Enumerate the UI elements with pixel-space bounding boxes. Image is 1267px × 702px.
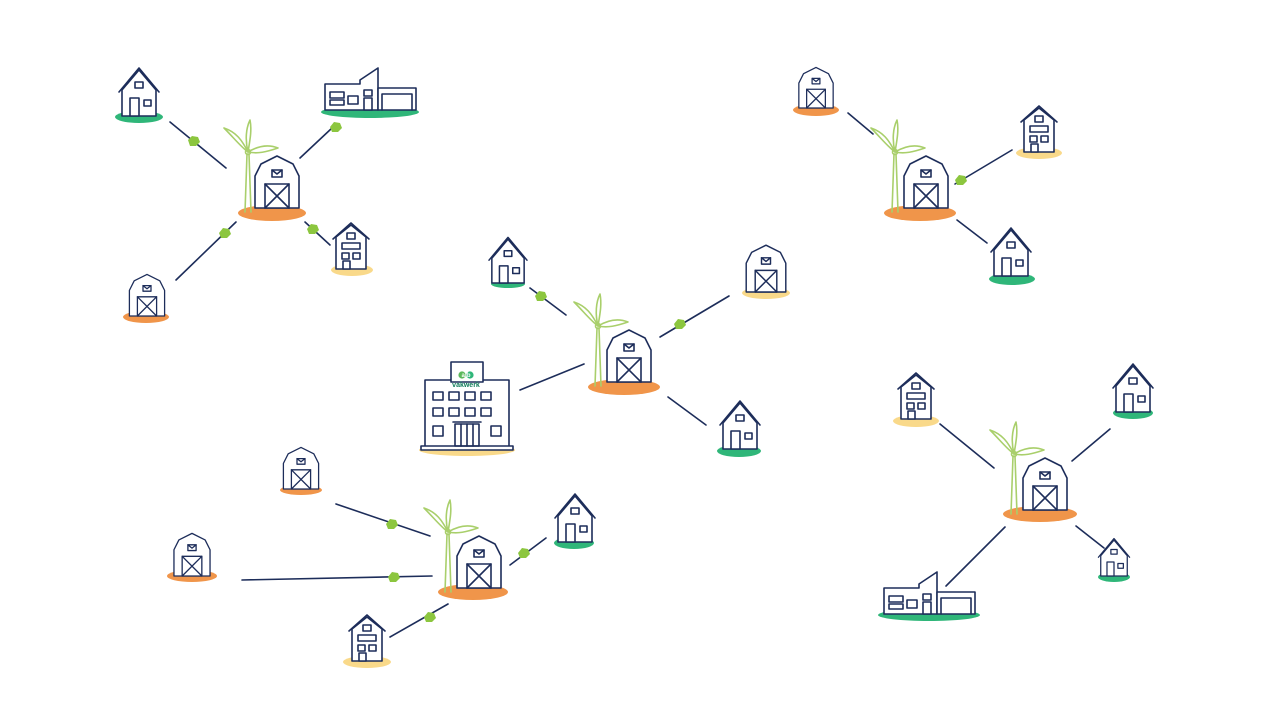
link-dot <box>388 572 400 582</box>
link-dot <box>386 519 398 529</box>
house-icon <box>1112 363 1154 413</box>
barn-icon <box>606 329 652 383</box>
barn-icon <box>128 273 166 317</box>
cluster-bottom-right <box>883 363 1154 615</box>
barn-icon <box>798 66 834 109</box>
link-dot <box>424 612 436 622</box>
barn-icon <box>1022 457 1068 511</box>
link-dot <box>518 548 530 558</box>
link-dots <box>188 122 967 622</box>
townhouse-icon <box>332 222 370 270</box>
barn-icon <box>173 532 211 577</box>
townhouse-icon <box>1020 105 1058 153</box>
townhouse-icon <box>897 372 935 420</box>
modern-house-icon <box>324 67 417 111</box>
house-icon <box>488 236 528 284</box>
house-icon <box>1097 537 1131 577</box>
link-dot <box>307 224 319 234</box>
house-icon <box>118 67 160 117</box>
cluster-top-left <box>118 67 417 317</box>
office-building-icon: a·b vakwerk <box>420 361 514 451</box>
logo-wordmark: vakwerk <box>452 382 480 389</box>
barn-icon <box>254 155 300 209</box>
link-dot <box>188 136 200 146</box>
barn-icon <box>456 535 502 589</box>
house-icon <box>719 400 761 450</box>
link-dot <box>955 175 967 185</box>
barn-icon <box>282 446 320 490</box>
link-dot <box>674 319 686 329</box>
barn-icon <box>745 244 787 293</box>
office-logo: a·b vakwerk <box>452 371 480 389</box>
townhouse-icon <box>348 614 386 662</box>
house-icon <box>990 227 1032 277</box>
link-dot <box>219 228 231 238</box>
cluster-bottom-left <box>173 446 596 662</box>
link-dot <box>330 122 342 132</box>
house-icon <box>554 493 596 543</box>
link-dot <box>535 291 547 301</box>
logo-mark: a·b <box>462 373 471 379</box>
cluster-center: a·b vakwerk <box>420 236 787 451</box>
barn-icon <box>903 155 949 209</box>
cluster-top-right <box>798 66 1058 277</box>
modern-house-icon <box>883 571 976 615</box>
